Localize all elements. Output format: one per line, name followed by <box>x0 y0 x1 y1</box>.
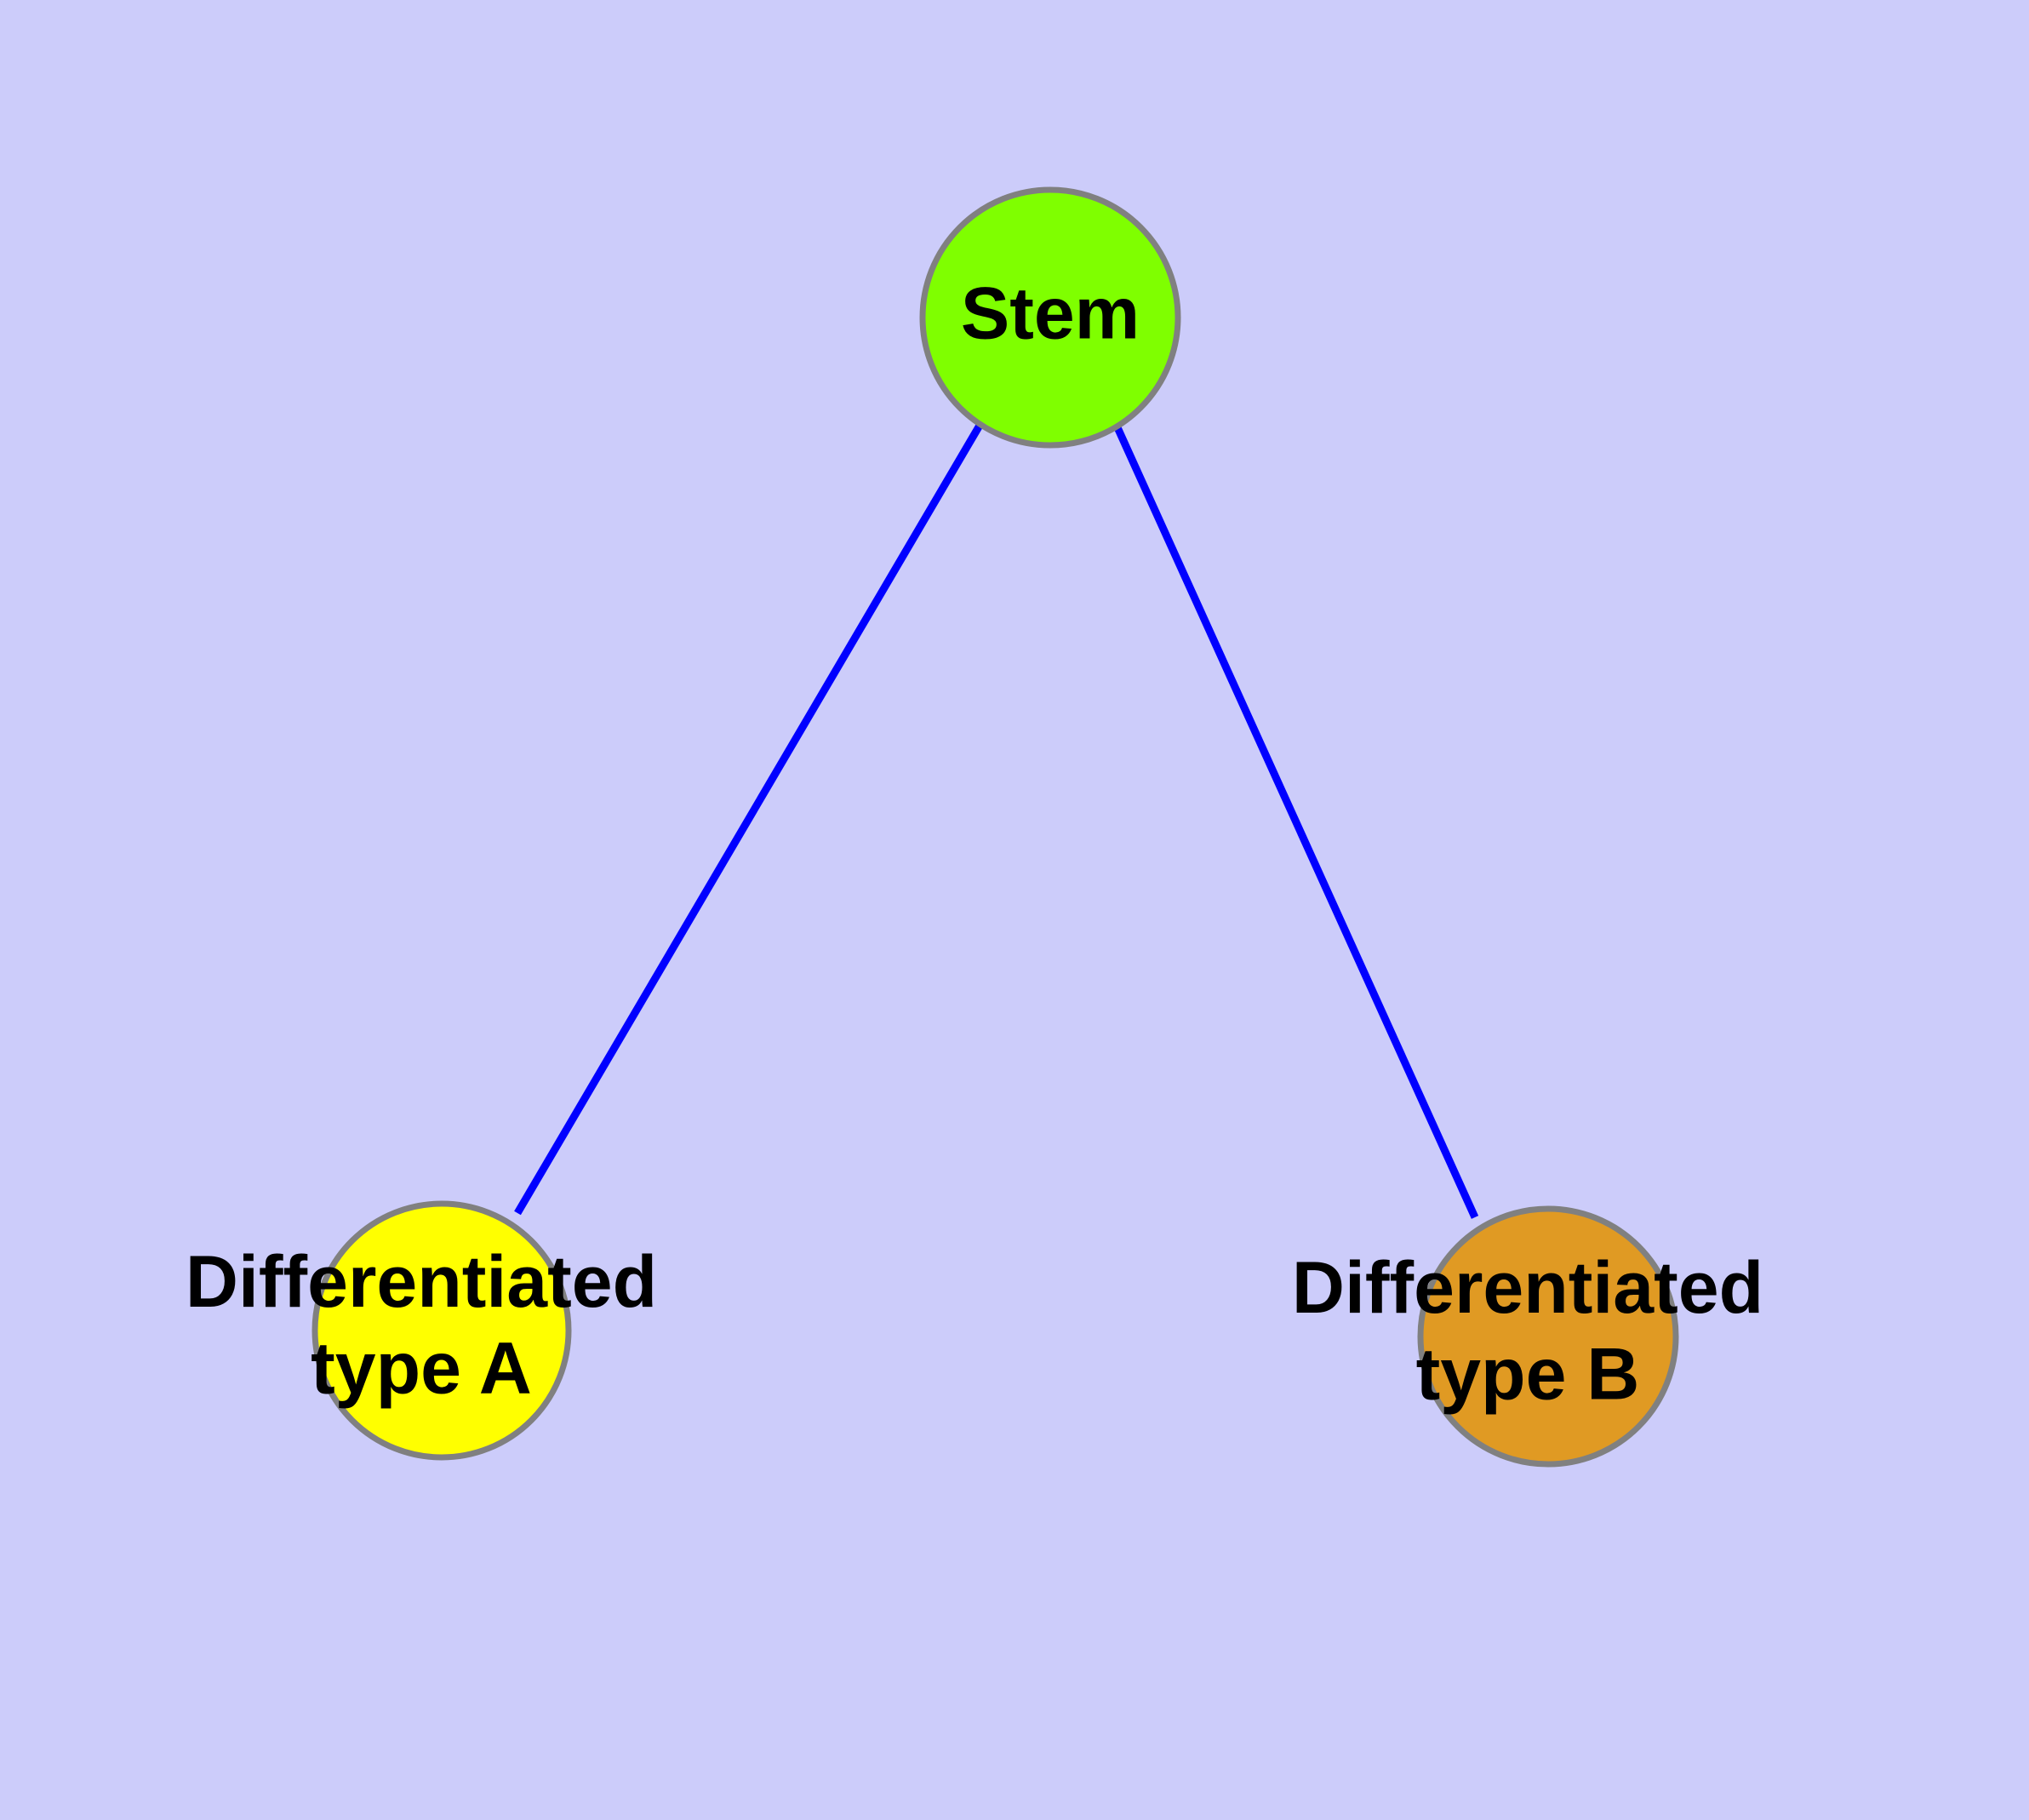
node-differentiated-type-b-label-line1: Differentiated <box>1292 1247 1763 1329</box>
node-stem-circle[interactable] <box>919 186 1181 449</box>
edge-stem-to-differentiated-type-a[interactable] <box>514 421 984 1216</box>
node-differentiated-type-a-label-line1: Differentiated <box>186 1241 657 1323</box>
node-differentiated-type-a-circle[interactable] <box>311 1200 572 1461</box>
node-stem[interactable]: Stem <box>919 186 1181 449</box>
node-differentiated-type-b[interactable]: Differentiated type B <box>1292 1205 1763 1468</box>
edge-layer <box>514 421 1479 1219</box>
edge-stem-to-differentiated-type-b[interactable] <box>1112 424 1479 1219</box>
node-differentiated-type-b-label-line2: type B <box>1416 1333 1640 1415</box>
node-differentiated-type-a-label-line2: type A <box>311 1327 532 1409</box>
node-differentiated-type-b-circle[interactable] <box>1417 1205 1679 1468</box>
node-differentiated-type-a[interactable]: Differentiated type A <box>186 1200 657 1461</box>
node-stem-label: Stem <box>961 273 1140 355</box>
